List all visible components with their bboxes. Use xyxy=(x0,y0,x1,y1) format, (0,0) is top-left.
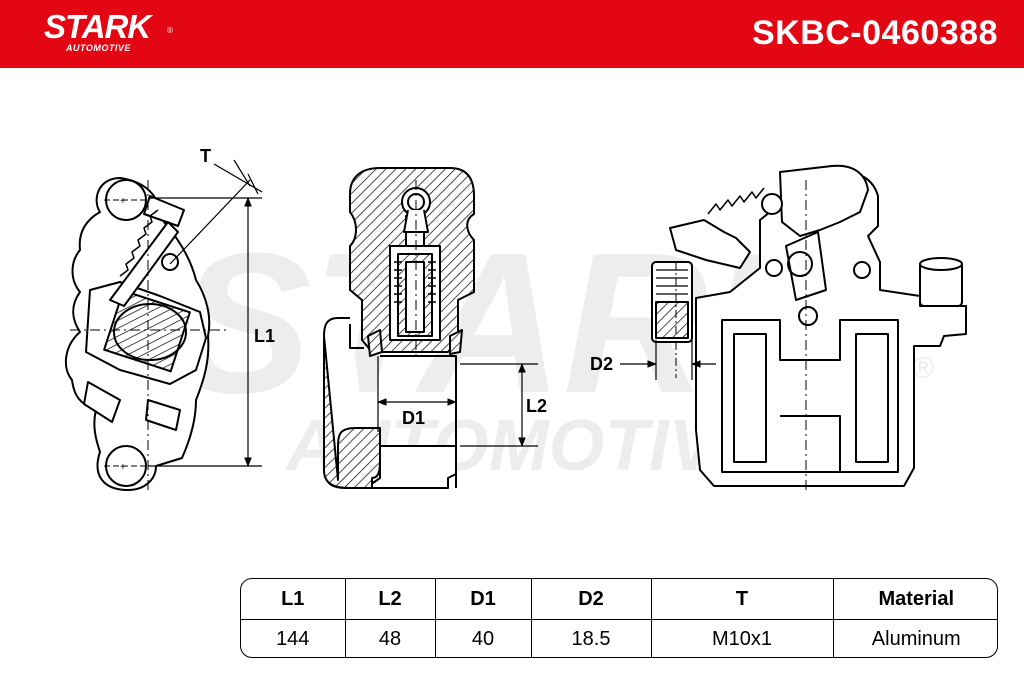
svg-text:+: + xyxy=(120,196,126,207)
spec-table-value-row: 144 48 40 18.5 M10x1 Aluminum xyxy=(241,619,997,657)
spec-value-d1: 40 xyxy=(435,619,532,657)
stark-logo: STARK AUTOMOTIVE xyxy=(44,8,151,54)
d1-dimension xyxy=(377,356,457,432)
caliper-cross-section xyxy=(323,167,475,489)
technical-drawing: STARK AUTOMOTIVE ® + + L1 xyxy=(64,146,967,491)
t-dimension xyxy=(169,159,263,265)
l2-label: L2 xyxy=(526,396,547,416)
t-label: T xyxy=(200,146,211,166)
spec-header-material: Material xyxy=(833,579,997,620)
spec-header-d1: D1 xyxy=(435,579,532,620)
spec-value-d2: 18.5 xyxy=(531,619,652,657)
spec-header-l1: L1 xyxy=(241,579,346,620)
l2-dimension xyxy=(460,363,538,447)
spec-value-l1: 144 xyxy=(241,619,346,657)
header-bar: STARK AUTOMOTIVE ® SKBC-0460388 xyxy=(0,0,1024,68)
logo-registered-mark: ® xyxy=(167,26,173,35)
spec-header-t: T xyxy=(651,579,834,620)
l1-label: L1 xyxy=(254,326,275,346)
logo-wordmark: STARK xyxy=(44,8,151,45)
d2-dimension xyxy=(620,340,716,380)
d1-label: D1 xyxy=(402,408,425,428)
watermark-registered-mark: ® xyxy=(912,352,934,385)
spec-table-header-row: L1 L2 D1 D2 T Material xyxy=(241,579,997,620)
d2-label: D2 xyxy=(590,354,613,374)
logo-tagline: AUTOMOTIVE xyxy=(66,43,131,53)
spec-header-d2: D2 xyxy=(531,579,652,620)
spec-table: L1 L2 D1 D2 T Material 144 48 40 18.5 M1… xyxy=(240,578,998,658)
caliper-rear-view xyxy=(651,164,967,490)
spec-value-t: M10x1 xyxy=(651,619,834,657)
part-number: SKBC-0460388 xyxy=(751,14,998,52)
spec-header-l2: L2 xyxy=(345,579,436,620)
spec-value-material: Aluminum xyxy=(871,627,961,650)
spec-value-l2: 48 xyxy=(345,619,436,657)
l1-dimension xyxy=(148,197,262,467)
caliper-side-view: + + xyxy=(64,177,226,491)
svg-text:+: + xyxy=(120,462,126,473)
